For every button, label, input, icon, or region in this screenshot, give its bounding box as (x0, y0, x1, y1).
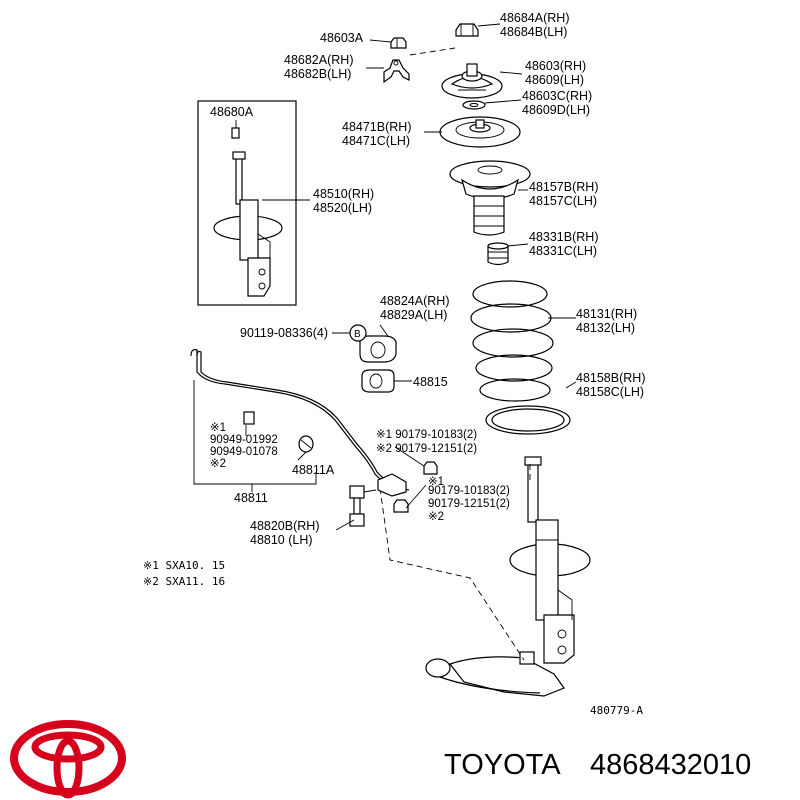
label-48684b: 48684B(LH) (500, 25, 567, 39)
label-90179-10183-b: 90179-10183(2) (428, 485, 510, 497)
label-48682b: 48682B(LH) (284, 67, 351, 81)
nut-90179-a (423, 461, 438, 475)
label-48682a: 48682A(RH) (284, 53, 353, 67)
label-48680a: 48680A (210, 105, 254, 119)
bushing-bracket-48824 (359, 335, 397, 363)
label-48815: 48815 (413, 375, 448, 389)
label-48331c: 48331C(LH) (529, 244, 597, 258)
label-48829a: 48829A(LH) (380, 308, 447, 322)
stabilizer-link-48820 (349, 485, 377, 527)
label-48471b: 48471B(RH) (342, 120, 411, 134)
label-90949-01078: 90949-01078 (210, 446, 278, 458)
label-48157c: 48157C(LH) (529, 194, 597, 208)
label-48520: 48520(LH) (313, 201, 372, 215)
label-note1-90949: ※1 (210, 422, 226, 434)
label-48603a: 48603A (320, 31, 364, 45)
label-note2-90949: ※2 (210, 458, 226, 470)
spring-seat-upper-48471 (439, 116, 521, 148)
bracket-48682 (383, 59, 410, 84)
note-sxa11: ※2 SXA11. 16 (143, 575, 225, 588)
note-sxa10: ※1 SXA10. 15 (143, 559, 225, 572)
label-48811a: 48811A (292, 463, 335, 477)
label-48510: 48510(RH) (313, 187, 374, 201)
label-48609: 48609(LH) (525, 73, 584, 87)
coil-spring-48131 (470, 280, 554, 402)
bushing-48815 (361, 369, 395, 393)
strut-mount-48603 (441, 63, 503, 99)
label-48471c: 48471C(LH) (342, 134, 410, 148)
lower-arm (425, 651, 565, 697)
lower-insulator-48158 (485, 405, 571, 435)
label-48131: 48131(RH) (576, 307, 637, 321)
toyota-logo-icon (10, 720, 126, 799)
label-90949-01992: 90949-01992 (210, 434, 278, 446)
bump-stopper-48331 (487, 242, 509, 266)
label-48157b: 48157B(RH) (529, 180, 598, 194)
label-48810: 48810 (LH) (250, 533, 313, 547)
mount-nut-48684 (455, 23, 479, 37)
label-90119: 90119-08336(4) (240, 326, 328, 340)
label-90179-12151-a: ※2 90179-12151(2) (376, 443, 477, 455)
label-48132: 48132(LH) (576, 321, 635, 335)
strut-assembly-box (197, 100, 297, 306)
nut-90179-b (393, 499, 409, 513)
leader-lines (193, 23, 577, 531)
bushing-90949 (243, 411, 255, 425)
insulator-48157 (449, 160, 531, 236)
label-48824a: 48824A(RH) (380, 294, 449, 308)
nut-48603a (390, 37, 407, 49)
label-48684a: 48684A(RH) (500, 11, 569, 25)
callout-b: B (354, 329, 361, 340)
label-48609d: 48609D(LH) (522, 103, 590, 117)
part-number: 4868432010 (590, 749, 751, 781)
label-48820b: 48820B(RH) (250, 519, 319, 533)
label-48603: 48603(RH) (525, 59, 586, 73)
label-48158c: 48158C(LH) (576, 385, 644, 399)
washer-48603c (462, 100, 486, 110)
figure-id: 480779-A (590, 704, 643, 717)
label-48603c: 48603C(RH) (522, 89, 592, 103)
label-48811: 48811 (234, 491, 268, 505)
label-90179-12151-b: 90179-12151(2) (428, 498, 510, 510)
label-note1-90179: ※1 (428, 476, 444, 488)
label-48331b: 48331B(RH) (529, 230, 598, 244)
label-90179-10183-a: ※1 90179-10183(2) (376, 429, 477, 441)
brand-name: TOYOTA (444, 749, 561, 781)
label-48158b: 48158B(RH) (576, 371, 645, 385)
shock-absorber-main (509, 456, 591, 664)
label-note2-90179: ※2 (428, 511, 444, 523)
stab-end-bracket (377, 473, 407, 497)
